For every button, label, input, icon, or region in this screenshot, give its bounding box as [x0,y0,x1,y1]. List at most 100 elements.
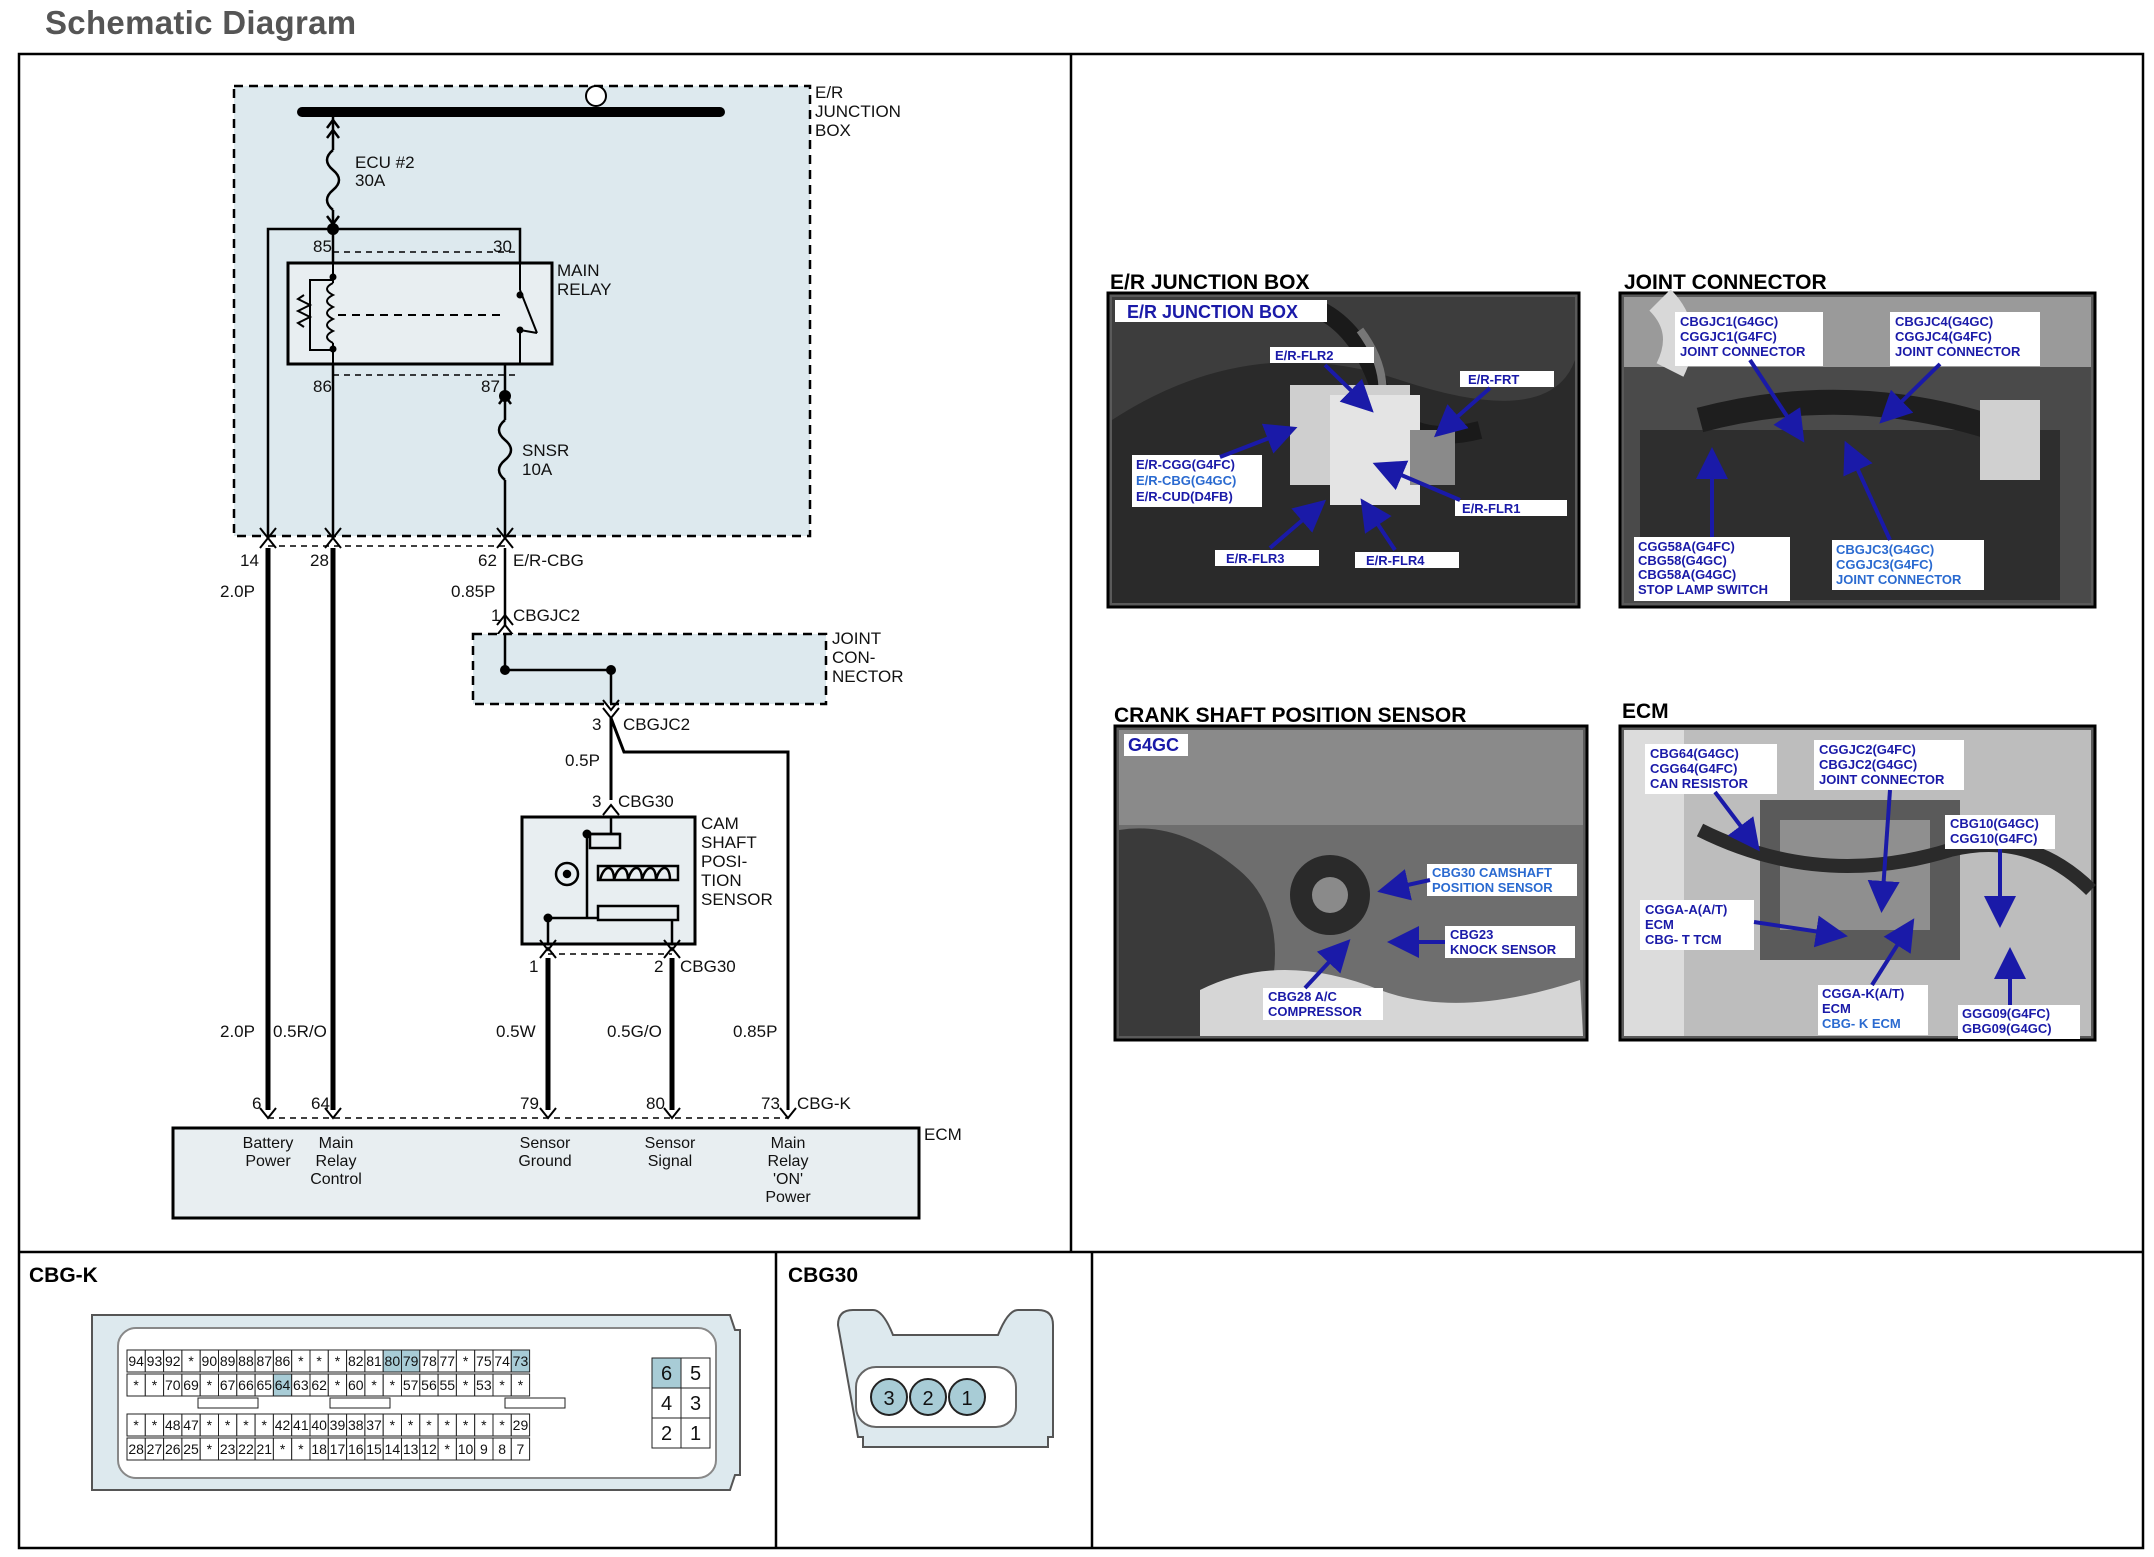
cbgk-side-pin-label: 4 [661,1393,672,1415]
cbgk-pin-label: * [335,1353,341,1369]
cbgk-pin-label: 25 [183,1441,199,1457]
cbgk-pin-label: * [481,1417,487,1433]
jb-label-1: E/R [815,83,843,102]
cbgk-pin-label: * [152,1377,158,1393]
cbgk-pin-label: 17 [330,1441,346,1457]
cbgk-pin-label: 41 [293,1417,309,1433]
fuse2-name: SNSR [522,441,569,460]
ecm-term-on-1: Main [771,1135,806,1152]
photo2-title: JOINT CONNECTOR [1624,271,1827,294]
photo-er-junction-box: E/R JUNCTION BOX E/R JUNCTION BOX E/R-FL… [1106,271,1581,609]
cbgk-side-pin-cell [680,1387,711,1419]
photo4-label-e3: CBG- K ECM [1822,1016,1901,1031]
cbgk-pin-label: * [243,1417,249,1433]
photo4-label-a2: CGG64(G4FC) [1650,761,1737,776]
cbgk-pin-label: * [316,1353,322,1369]
photo4-label-f1: GGG09(G4FC) [1962,1006,2050,1021]
photo4-label-b1: CGGJC2(G4FC) [1819,742,1916,757]
cbgk-pin-label: 93 [147,1353,163,1369]
sensor-pin-2: 2 [654,957,663,976]
cbgk-pin-label: * [499,1417,505,1433]
photo4-label-a1: CBG64(G4GC) [1650,746,1739,761]
cbgk-pin-label: * [463,1417,469,1433]
cbgk-pin-label: * [133,1417,139,1433]
cbgk-pin-label: * [463,1377,469,1393]
cbgk-pin-label: 88 [238,1353,254,1369]
cbgk-pin-label: 7 [517,1441,525,1457]
photo1-label-flr3: E/R-FLR3 [1226,551,1285,566]
jb-pin-28: 28 [310,551,329,570]
ecm-pin-6: 6 [252,1094,261,1113]
cbg30-pin-label: 1 [961,1388,972,1410]
photo2-label-b2: CGGJC4(G4FC) [1895,329,1992,344]
cbgk-pin-label: 66 [238,1377,254,1393]
ecm-pin-79: 79 [520,1094,539,1113]
cbgk-pin-label: 22 [238,1441,254,1457]
photo2-label-c1: CGG58A(G4FC) [1638,539,1735,554]
jc-pin-3: 3 [592,715,601,734]
photo1-title: E/R JUNCTION BOX [1110,271,1310,294]
cbgk-pin-label: 38 [348,1417,364,1433]
wire-lower-3: 0.5W [496,1022,536,1041]
cbgk-pin-label: 39 [330,1417,346,1433]
photo-crank-sensor: CRANK SHAFT POSITION SENSOR G4GC CBG30 C… [1113,704,1589,1042]
jb-pin-62: 62 [478,551,497,570]
cbgk-side-pin-label: 2 [661,1423,672,1445]
cbgk-pin-label: * [426,1417,432,1433]
cbgk-pin-label: 14 [385,1441,401,1457]
photo4-label-d1: CGGA-A(A/T) [1645,902,1727,917]
cbgk-pin-label: * [371,1377,377,1393]
cbgk-pin-cell [510,1437,531,1461]
jb-pin-14: 14 [240,551,259,570]
photo2-label-b3: JOINT CONNECTOR [1895,344,2021,359]
sensor-connector-bottom: CBG30 [680,957,736,976]
cbgk-pin-label: * [445,1441,451,1457]
sensor-connector: CBG30 [618,792,674,811]
photo3-label-b2: KNOCK SENSOR [1450,942,1557,957]
joint-label-3: NECTOR [832,667,903,686]
cbgk-pin-label: 8 [498,1441,506,1457]
cbgk-pin-label: * [463,1353,469,1369]
photo2-label-b1: CBGJC4(G4GC) [1895,314,1993,329]
wire-lower-5: 0.85P [733,1022,777,1041]
ecm-term-mrc-2: Relay [316,1153,357,1170]
cbgk-pin-label: 16 [348,1441,364,1457]
cbgk-pin-label: 82 [348,1353,364,1369]
cbgk-pin-label: * [262,1417,268,1433]
cbgk-pin-label: 78 [421,1353,437,1369]
photo2-label-c4: STOP LAMP SWITCH [1638,582,1768,597]
photo3-label-c1: CBG28 A/C [1268,989,1337,1004]
jb-label-2: JUNCTION [815,102,901,121]
sensor-label-2: SHAFT [701,833,757,852]
cbgk-pin-label: * [390,1377,396,1393]
cbgk-pin-label: 94 [128,1353,144,1369]
cbgk-pin-label: 29 [513,1417,529,1433]
photo1-label-flr4: E/R-FLR4 [1366,553,1425,568]
relay-pin-85: 85 [313,237,332,256]
sensor-label-4: TION [701,871,742,890]
cbgk-pin-label: * [445,1417,451,1433]
cbgk-side-pin-label: 3 [690,1393,701,1415]
cbgk-pin-label: 87 [256,1353,272,1369]
sensor-pin-1: 1 [529,957,538,976]
cbgk-pin-label: 67 [220,1377,236,1393]
cbgk-pin-label: 23 [220,1441,236,1457]
cbgk-pin-label: 37 [366,1417,382,1433]
cbgk-pin-label: 53 [476,1377,492,1393]
photo4-label-d2: ECM [1645,917,1674,932]
cbgk-pin-label: 18 [311,1441,327,1457]
cbgk-pin-label: 48 [165,1417,181,1433]
relay-label-1: MAIN [557,261,600,280]
ecm-term-on-4: Power [765,1189,811,1206]
ecm-term-ss-1: Sensor [645,1135,696,1152]
fuse1-rating: 30A [355,171,386,190]
ecm-label: ECM [924,1125,962,1144]
cbgk-pin-label: 27 [147,1441,163,1457]
ecm-term-mrc-3: Control [310,1171,362,1188]
cbgk-pin-label: * [518,1377,524,1393]
photo2-label-d3: JOINT CONNECTOR [1836,572,1962,587]
cbgk-side-pin-cell [651,1417,682,1449]
cbgk-pin-label: * [499,1377,505,1393]
